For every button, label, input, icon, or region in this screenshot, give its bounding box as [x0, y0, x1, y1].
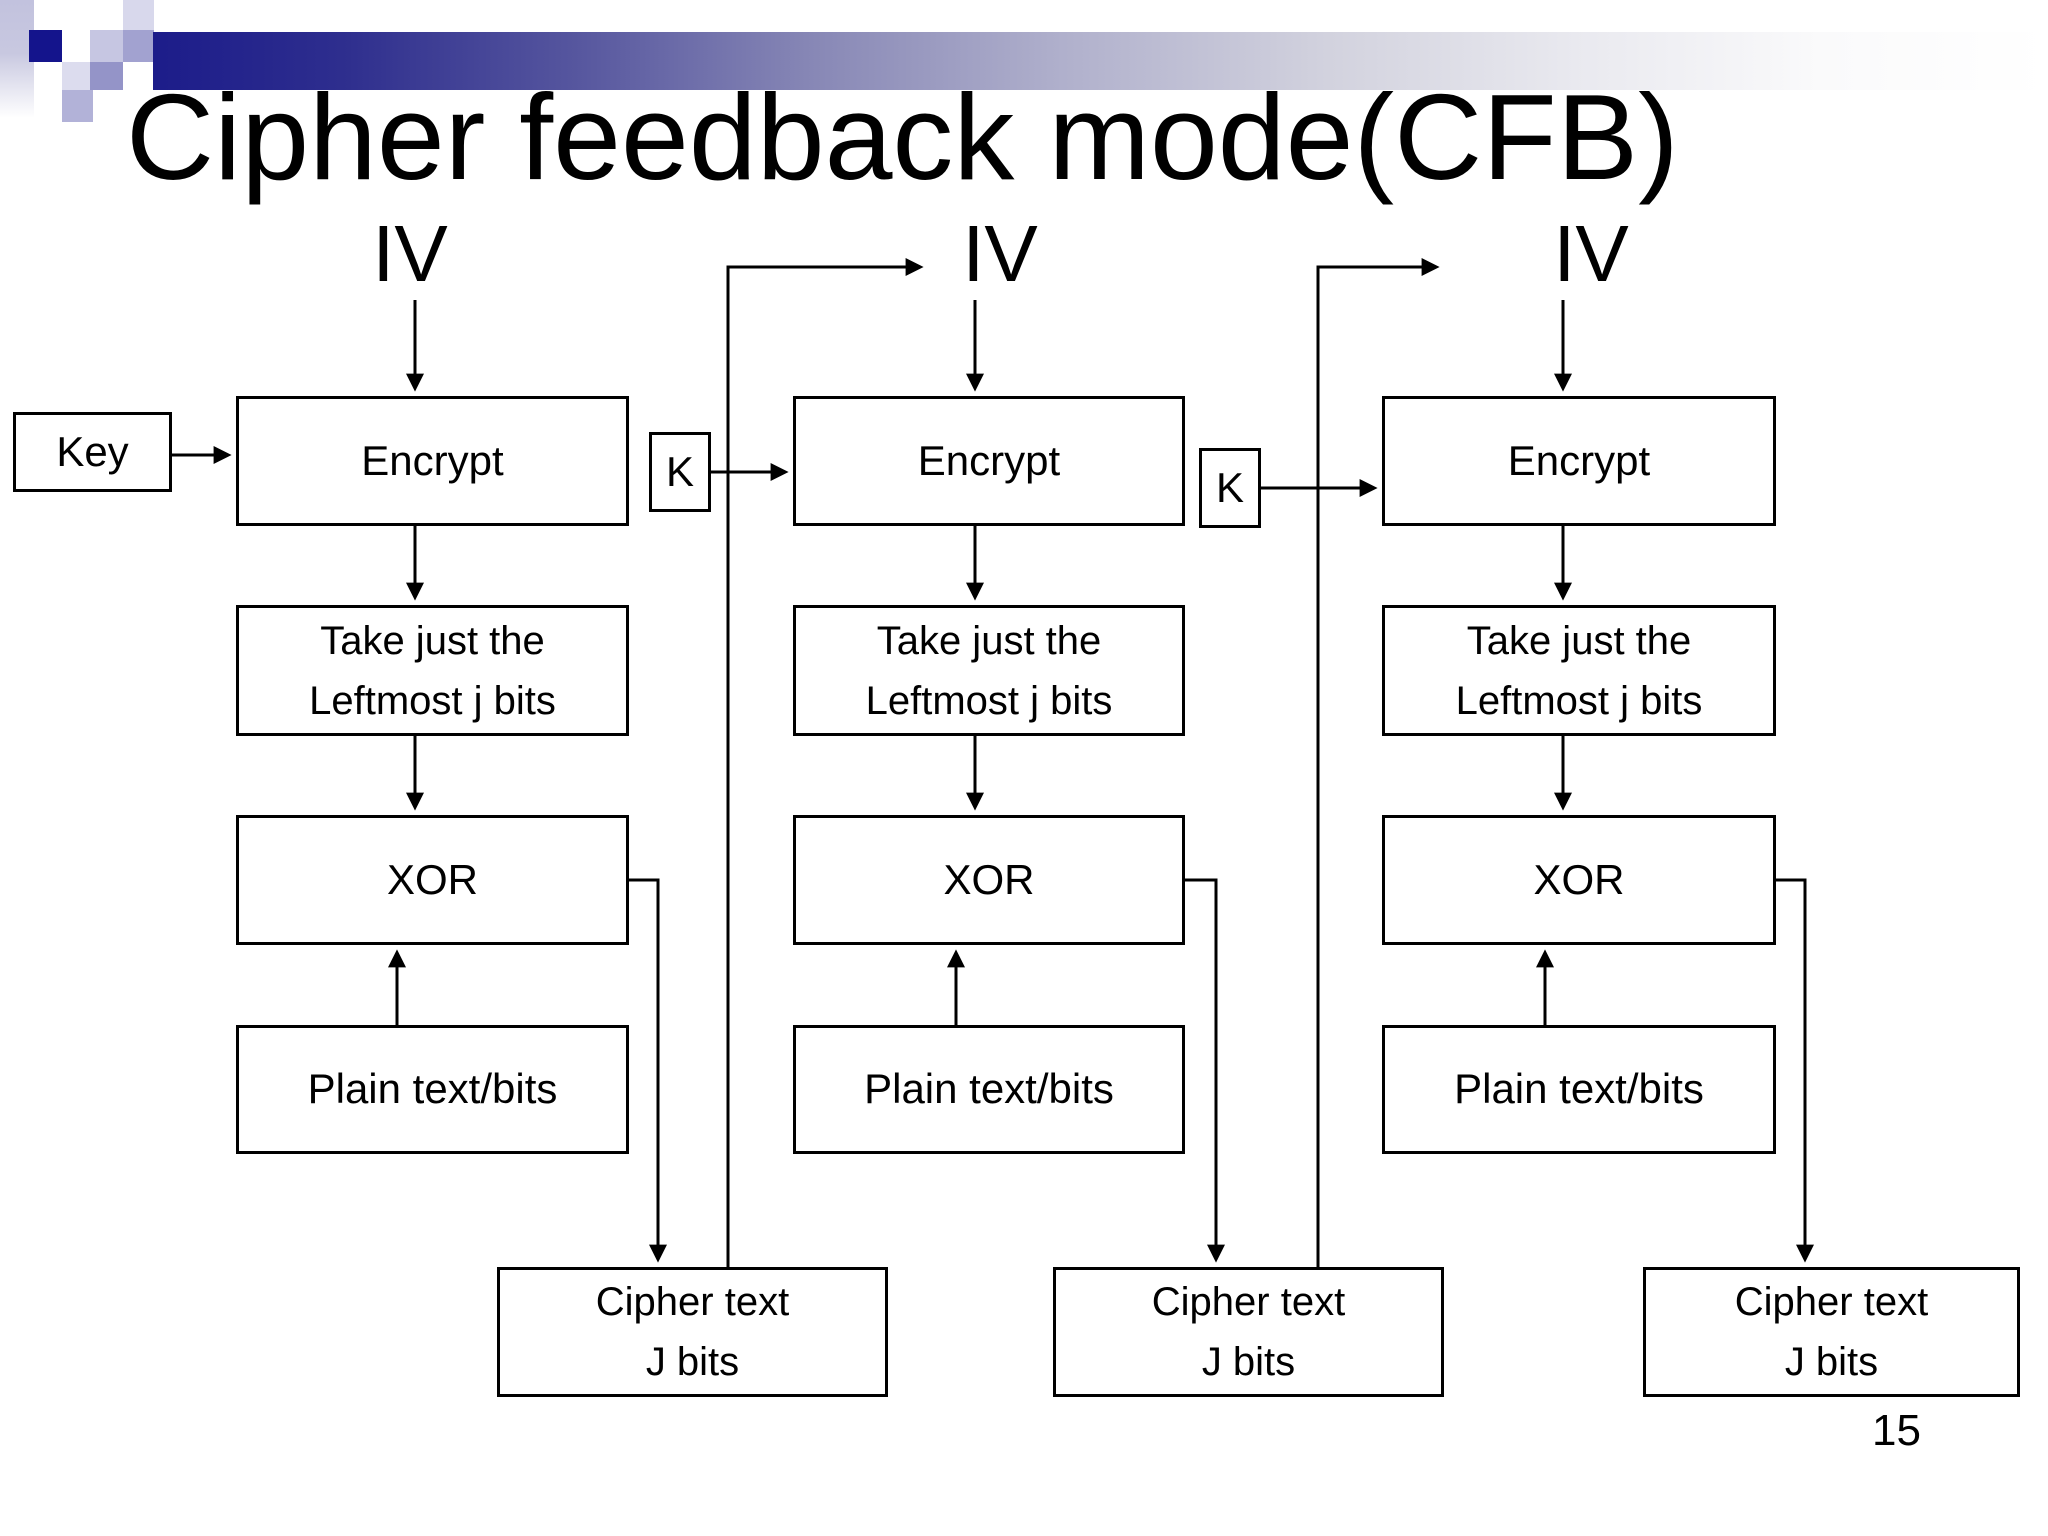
- plain-text-box-2: Plain text/bits: [793, 1025, 1185, 1154]
- take-leftmost-line2: Leftmost j bits: [865, 678, 1113, 723]
- xor-box-1: XOR: [236, 815, 629, 945]
- take-leftmost-line2: Leftmost j bits: [309, 678, 556, 723]
- slide-title: Cipher feedback mode(CFB): [126, 69, 1679, 205]
- cipher-text-box-3: Cipher text J bits: [1643, 1267, 2020, 1397]
- take-leftmost-line1: Take just the: [320, 618, 545, 663]
- take-leftmost-box-1: Take just the Leftmost j bits: [236, 605, 629, 736]
- arrow-xor-to-cipher-3: [1776, 878, 1814, 1263]
- cipher-text-line2: J bits: [645, 1340, 740, 1384]
- cipher-text-box-2: Cipher text J bits: [1053, 1267, 1444, 1397]
- take-leftmost-line1: Take just the: [1466, 618, 1692, 663]
- plain-text-box-3: Plain text/bits: [1382, 1025, 1776, 1154]
- cipher-text-box-1: Cipher text J bits: [497, 1267, 888, 1397]
- xor-box-2: XOR: [793, 815, 1185, 945]
- take-leftmost-box-3: Take just the Leftmost j bits: [1382, 605, 1776, 736]
- iv-label-1: IV: [372, 209, 448, 298]
- encrypt-box-3: Encrypt: [1382, 396, 1776, 526]
- deco-lavender-square-2: [123, 0, 154, 30]
- xor-box-3: XOR: [1382, 815, 1776, 945]
- deco-left-gradient-strip: [0, 0, 34, 118]
- deco-navy-square: [29, 30, 62, 62]
- cipher-text-line1: Cipher text: [1734, 1280, 1929, 1324]
- take-leftmost-box-2: Take just the Leftmost j bits: [793, 605, 1185, 736]
- cipher-text-line2: J bits: [1201, 1340, 1296, 1384]
- deco-lavender-square-4: [62, 62, 90, 90]
- k-box-2: K: [1199, 448, 1261, 528]
- arrow-xor-to-cipher-2: [1185, 878, 1225, 1263]
- encrypt-box-2: Encrypt: [793, 396, 1185, 526]
- plain-text-box-1: Plain text/bits: [236, 1025, 629, 1154]
- encrypt-box-1: Encrypt: [236, 396, 629, 526]
- cipher-text-line1: Cipher text: [1151, 1280, 1346, 1324]
- deco-lavender-square-1: [90, 30, 123, 62]
- cipher-text-line1: Cipher text: [595, 1280, 790, 1324]
- take-leftmost-line1: Take just the: [876, 618, 1102, 663]
- page-number: 15: [1872, 1406, 1921, 1455]
- deco-gradient-bar: [153, 32, 2048, 90]
- iv-label-2: IV: [962, 209, 1038, 298]
- key-box: Key: [13, 412, 172, 492]
- deco-lavender-square-3: [123, 30, 154, 62]
- arrow-xor-to-cipher-1: [629, 878, 667, 1263]
- cipher-text-line2: J bits: [1784, 1340, 1879, 1384]
- iv-label-3: IV: [1553, 209, 1629, 298]
- take-leftmost-line2: Leftmost j bits: [1455, 678, 1703, 723]
- deco-lavender-square-6: [62, 90, 93, 122]
- deco-lavender-square-5: [90, 62, 123, 90]
- k-box-1: K: [649, 432, 711, 512]
